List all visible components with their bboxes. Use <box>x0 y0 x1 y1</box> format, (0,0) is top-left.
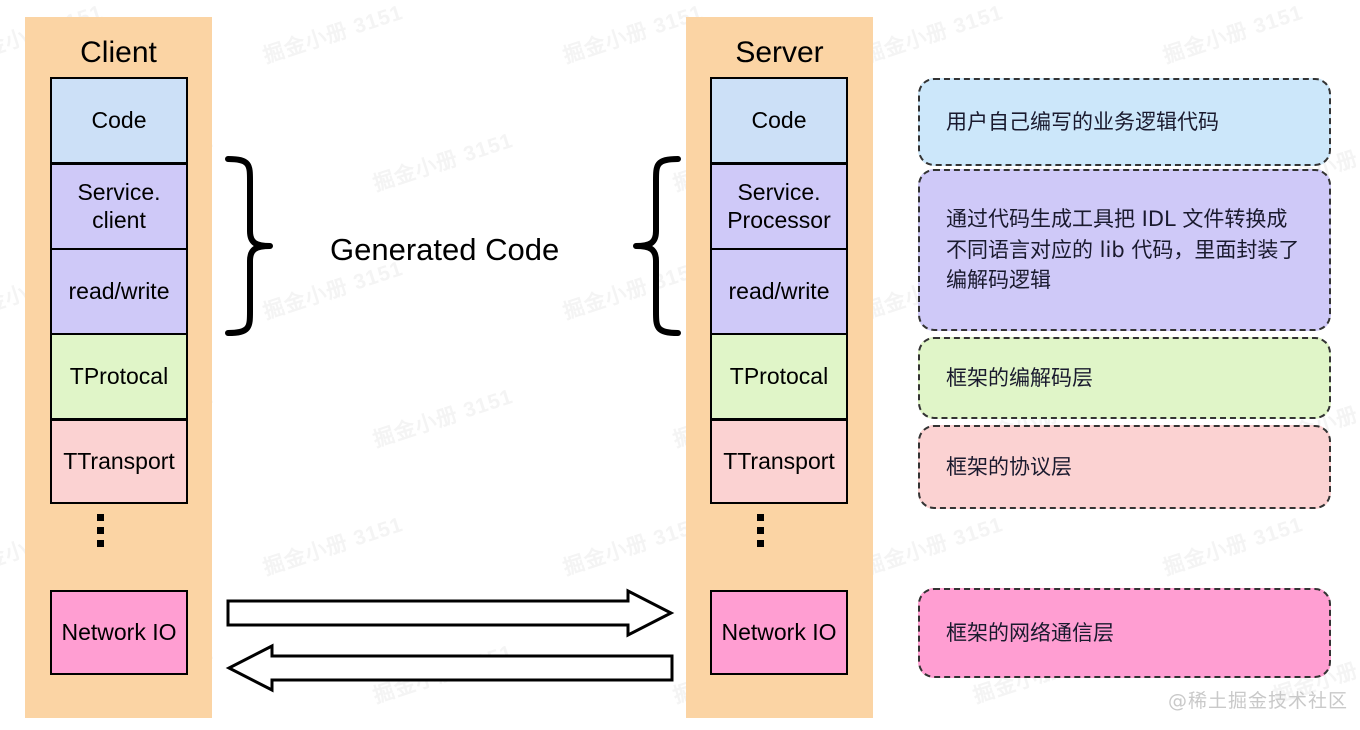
server-cell-network-io-label: Network IO <box>721 618 837 645</box>
client-vertical-ellipsis-icon <box>97 514 104 547</box>
client-cell-tprotocal: TProtocal <box>50 334 188 419</box>
watermark-text: 掘金小册 3151 <box>260 512 407 580</box>
server-cell-code-label: Code <box>751 106 807 133</box>
note-codec-layer-text: 框架的编解码层 <box>946 365 1093 390</box>
response-arrow-left-icon <box>225 643 674 693</box>
note-codec-layer: 框架的编解码层 <box>918 337 1331 419</box>
client-column-title: Client <box>80 36 157 69</box>
note-network-layer-text: 框架的网络通信层 <box>946 620 1114 645</box>
client-cell-code: Code <box>50 77 188 164</box>
note-business-logic-text: 用户自己编写的业务逻辑代码 <box>946 109 1219 134</box>
server-vertical-ellipsis-icon <box>757 514 764 547</box>
watermark-text: 掘金小册 3151 <box>1160 512 1307 580</box>
client-cell-ttransport-label: TTransport <box>63 447 175 474</box>
server-column-title: Server <box>735 36 824 69</box>
server-cell-tprotocal-label: TProtocal <box>729 362 829 389</box>
server-cell-ttransport: TTransport <box>710 419 848 504</box>
watermark-text: 掘金小册 3151 <box>370 384 517 452</box>
watermark-text: 掘金小册 3151 <box>260 0 407 68</box>
right-brace-icon <box>633 156 681 336</box>
server-cell-read-write: read/write <box>710 249 848 334</box>
watermark-text: 掘金小册 3151 <box>370 128 517 196</box>
note-generated-lib: 通过代码生成工具把 IDL 文件转换成不同语言对应的 lib 代码，里面封装了编… <box>918 169 1331 331</box>
server-cell-service-processor: Service. Processor <box>710 164 848 249</box>
request-arrow-right-icon <box>226 588 675 638</box>
client-cell-read-write: read/write <box>50 249 188 334</box>
client-cell-service-client-label: Service. client <box>77 179 161 233</box>
server-cell-read-write-label: read/write <box>728 277 830 304</box>
generated-code-label: Generated Code <box>330 232 560 267</box>
branding-watermark: @稀土掘金技术社区 <box>1168 690 1349 712</box>
client-cell-service-client: Service. client <box>50 164 188 249</box>
note-protocol-layer-text: 框架的协议层 <box>946 454 1072 479</box>
server-cell-code: Code <box>710 77 848 164</box>
left-brace-icon <box>225 156 273 336</box>
client-cell-network-io-label: Network IO <box>61 618 177 645</box>
note-network-layer: 框架的网络通信层 <box>918 588 1331 678</box>
server-cell-service-processor-label: Service. Processor <box>727 179 831 233</box>
server-cell-ttransport-label: TTransport <box>723 447 835 474</box>
client-cell-code-label: Code <box>91 106 147 133</box>
watermark-text: 掘金小册 3151 <box>1160 0 1307 68</box>
client-cell-ttransport: TTransport <box>50 419 188 504</box>
server-cell-tprotocal: TProtocal <box>710 334 848 419</box>
note-business-logic: 用户自己编写的业务逻辑代码 <box>918 78 1331 166</box>
note-protocol-layer: 框架的协议层 <box>918 425 1331 509</box>
client-cell-network-io: Network IO <box>50 590 188 675</box>
client-cell-read-write-label: read/write <box>68 277 170 304</box>
server-cell-network-io: Network IO <box>710 590 848 675</box>
client-cell-tprotocal-label: TProtocal <box>69 362 169 389</box>
watermark-text: 掘金小册 3151 <box>860 512 1007 580</box>
watermark-text: 掘金小册 3151 <box>560 512 707 580</box>
watermark-text: 掘金小册 3151 <box>860 0 1007 68</box>
watermark-text: 掘金小册 3151 <box>560 0 707 68</box>
note-generated-lib-text: 通过代码生成工具把 IDL 文件转换成不同语言对应的 lib 代码，里面封装了编… <box>946 207 1300 293</box>
